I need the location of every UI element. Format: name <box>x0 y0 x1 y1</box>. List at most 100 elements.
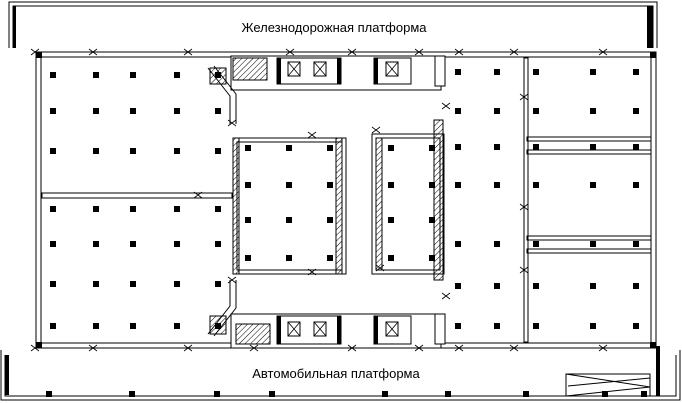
column-34 <box>215 323 221 329</box>
column-56 <box>455 108 461 114</box>
column-36 <box>245 182 251 188</box>
column-88 <box>633 283 639 289</box>
column-62 <box>494 69 500 75</box>
column-81 <box>590 283 596 289</box>
door-swing-0 <box>30 48 40 56</box>
right-partitions <box>523 57 652 343</box>
column-63 <box>494 108 500 114</box>
door-swing-4 <box>347 48 357 56</box>
column-55 <box>455 69 461 75</box>
railway-platform: Железнодорожная платформа <box>8 0 658 48</box>
column-82 <box>590 323 596 329</box>
column-1 <box>50 108 56 114</box>
column-28 <box>215 72 221 78</box>
column-42 <box>286 255 292 261</box>
column-31 <box>215 206 221 212</box>
column-48 <box>388 182 394 188</box>
column-57 <box>455 144 461 150</box>
door-swing-29 <box>441 292 451 300</box>
column-68 <box>494 323 500 329</box>
door-markers <box>30 48 608 352</box>
door-swing-3 <box>285 48 295 56</box>
column-90 <box>46 391 52 397</box>
column-6 <box>50 323 56 329</box>
column-50 <box>388 255 394 261</box>
railway-platform-label: Железнодорожная платформа <box>242 20 428 35</box>
door-swing-24 <box>519 203 529 211</box>
door-swing-26 <box>227 119 237 127</box>
elevator-bottom-1 <box>287 321 301 337</box>
column-92 <box>214 391 220 397</box>
column-78 <box>590 144 596 150</box>
door-swing-13 <box>347 344 357 352</box>
road-platform: Автомобильная платформа <box>0 346 681 401</box>
column-9 <box>93 148 99 154</box>
column-69 <box>533 69 539 75</box>
column-77 <box>590 108 596 114</box>
column-43 <box>327 145 333 151</box>
column-73 <box>533 241 539 247</box>
column-49 <box>388 217 394 223</box>
column-70 <box>533 108 539 114</box>
door-swing-12 <box>249 344 259 352</box>
column-79 <box>590 182 596 188</box>
column-47 <box>388 145 394 151</box>
column-58 <box>455 182 461 188</box>
column-32 <box>215 241 221 247</box>
column-22 <box>174 108 180 114</box>
door-swing-11 <box>183 344 193 352</box>
column-17 <box>130 206 136 212</box>
column-33 <box>215 281 221 287</box>
column-83 <box>633 69 639 75</box>
column-14 <box>130 72 136 78</box>
column-35 <box>245 145 251 151</box>
column-4 <box>50 241 56 247</box>
column-10 <box>93 206 99 212</box>
road-platform-label: Автомобильная платформа <box>252 366 420 381</box>
column-11 <box>93 241 99 247</box>
column-54 <box>429 255 435 261</box>
column-53 <box>429 217 435 223</box>
column-37 <box>245 217 251 223</box>
column-72 <box>533 182 539 188</box>
door-swing-10 <box>88 344 98 352</box>
bottom-stair-block <box>209 313 442 349</box>
door-swing-25 <box>519 266 529 274</box>
column-29 <box>215 108 221 114</box>
column-67 <box>494 283 500 289</box>
column-12 <box>93 281 99 287</box>
column-19 <box>130 281 136 287</box>
column-87 <box>633 241 639 247</box>
top-stair-block <box>209 55 442 91</box>
door-swing-22 <box>375 264 385 272</box>
central-left-room <box>232 137 347 275</box>
column-85 <box>633 144 639 150</box>
door-swing-23 <box>519 93 529 101</box>
door-swing-20 <box>371 126 381 134</box>
column-96 <box>523 391 529 397</box>
column-75 <box>533 323 539 329</box>
column-66 <box>494 241 500 247</box>
elevator-top-3 <box>385 61 399 77</box>
column-30 <box>215 148 221 154</box>
column-27 <box>174 323 180 329</box>
door-swing-18 <box>193 191 203 199</box>
column-94 <box>382 391 388 397</box>
column-98 <box>641 391 647 397</box>
door-swing-1 <box>88 48 98 56</box>
column-0 <box>50 72 56 78</box>
column-74 <box>533 283 539 289</box>
door-swing-6 <box>454 48 464 56</box>
door-swing-2 <box>183 48 193 56</box>
door-swing-17 <box>598 344 608 352</box>
column-65 <box>494 182 500 188</box>
column-89 <box>633 323 639 329</box>
column-25 <box>174 241 180 247</box>
column-40 <box>286 182 292 188</box>
elevator-bottom-2 <box>313 321 327 337</box>
column-41 <box>286 217 292 223</box>
elevator-bottom-3 <box>385 321 399 337</box>
column-52 <box>429 182 435 188</box>
column-15 <box>130 108 136 114</box>
